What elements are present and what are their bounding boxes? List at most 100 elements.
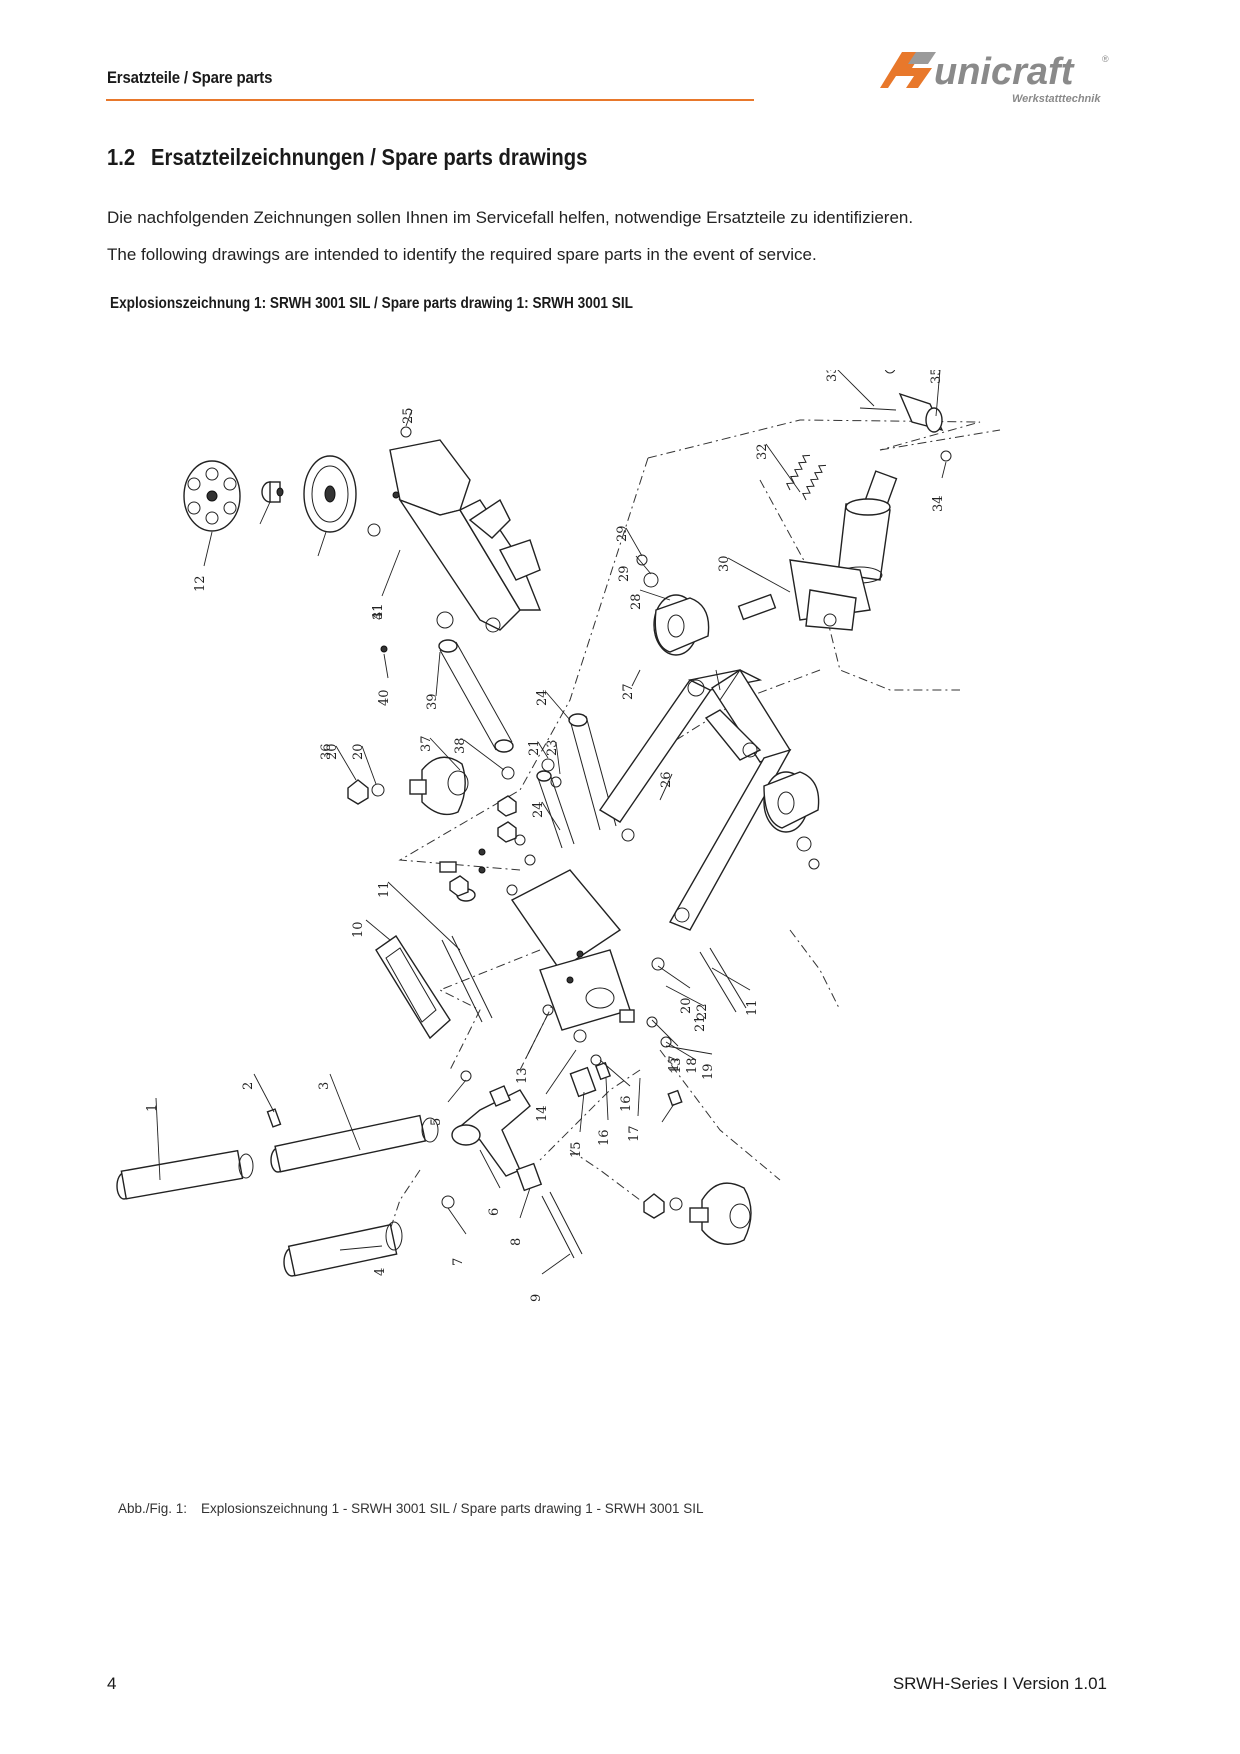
- callout-14: 14: [535, 1105, 550, 1122]
- part-roller: [636, 554, 710, 656]
- part-upper-frame: [389, 439, 542, 633]
- unicraft-logo: unicraft ® Werkstatttechnik: [880, 51, 1109, 105]
- callout-9: 9: [529, 1294, 544, 1302]
- callout-17: 17: [667, 1055, 682, 1072]
- callout-41: 41: [371, 603, 386, 620]
- part-pulley-wheel: [303, 455, 357, 533]
- part-caster-wheel: [643, 1182, 752, 1245]
- part-steering-bracket: [451, 1070, 531, 1177]
- part-roller-pin: [441, 1162, 583, 1259]
- part-caster-wheel: [347, 756, 469, 816]
- callout-21: 21: [527, 739, 542, 756]
- callout-29: 29: [615, 525, 630, 542]
- section-number: 1.2: [107, 144, 136, 170]
- part-pins: [536, 713, 617, 849]
- part-washer: [400, 426, 412, 438]
- callout-16: 16: [619, 1095, 634, 1112]
- header-title: Ersatzteile / Spare parts: [107, 68, 273, 87]
- part-handle-tube: [283, 1221, 403, 1277]
- callout-10: 10: [351, 921, 366, 938]
- callout-3: 3: [317, 1082, 332, 1090]
- logo-mark-icon: [880, 52, 936, 88]
- callout-4: 4: [373, 1268, 388, 1276]
- leader-lines: [155, 370, 947, 1275]
- logo-registered-mark: ®: [1102, 54, 1109, 64]
- part-long-pin: [441, 935, 493, 1023]
- callout-24: 24: [535, 689, 550, 706]
- callout-32: 32: [755, 443, 770, 460]
- callout-7: 7: [451, 1258, 466, 1266]
- callout-38: 38: [453, 737, 468, 754]
- callout-39: 39: [425, 693, 440, 710]
- part-lifting-arm: [598, 669, 792, 931]
- callout-29: 29: [617, 565, 632, 582]
- part-handle-tube: [116, 1149, 254, 1200]
- callout-27: 27: [621, 683, 636, 700]
- part-grease-nipple: [380, 645, 388, 653]
- callout-12: 12: [193, 575, 208, 592]
- figure-caption: Abb./Fig. 1: Explosionszeichnung 1 - SRWH…: [118, 1501, 704, 1516]
- callout-6: 6: [487, 1208, 502, 1216]
- callout-40: 40: [377, 689, 392, 706]
- callout-20: 20: [679, 997, 694, 1014]
- part-small-pins: [569, 1061, 683, 1107]
- part-set-screw: [266, 1108, 282, 1128]
- callout-20: 20: [325, 743, 340, 760]
- callout-13: 13: [669, 1057, 684, 1074]
- section-title: Ersatzteilzeichnungen / Spare parts draw…: [150, 144, 588, 170]
- callout-13: 13: [515, 1067, 530, 1084]
- callout-5: 5: [429, 1118, 444, 1126]
- drawing-caption: Explosionszeichnung 1: SRWH 3001 SIL / S…: [110, 295, 634, 312]
- callout-30: 30: [717, 555, 732, 572]
- callout-21: 21: [693, 1015, 708, 1032]
- callout-16: 16: [597, 1129, 612, 1146]
- callout-37: 37: [419, 735, 434, 752]
- callout-25: 25: [401, 407, 416, 424]
- callout-1: 1: [145, 1104, 160, 1112]
- callout-22: 22: [695, 1003, 710, 1020]
- exploded-view-drawing: 1234567891011111213131415161617171819202…: [116, 370, 1001, 1302]
- part-base-plate: [510, 869, 672, 1066]
- part-bushing: [261, 481, 284, 503]
- callout-20: 20: [351, 743, 366, 760]
- part-long-pin: [699, 947, 747, 1013]
- document-version: SRWH-Series I Version 1.01: [892, 1674, 1107, 1693]
- callout-2: 2: [241, 1082, 256, 1090]
- figure-label: Abb./Fig. 1:: [118, 1501, 188, 1516]
- part-washer: [367, 523, 381, 537]
- part-shaft: [438, 639, 514, 753]
- callout-35: 35: [929, 370, 944, 384]
- header-divider: [106, 99, 754, 101]
- part-foot-pad: [375, 935, 451, 1040]
- part-hydraulic-cylinder: [737, 470, 898, 631]
- part-fastener-cluster: [439, 758, 562, 902]
- callout-11: 11: [745, 999, 760, 1016]
- callout-36: 36: [319, 743, 334, 760]
- part-springs: [786, 370, 952, 501]
- part-wheel-disc: [183, 460, 241, 532]
- callout-28: 28: [629, 593, 644, 610]
- callout-23: 23: [545, 739, 560, 756]
- callout-11: 11: [377, 881, 392, 898]
- part-washer: [501, 766, 515, 780]
- intro-paragraph-de: Die nachfolgenden Zeichnungen sollen Ihn…: [107, 208, 914, 227]
- section-heading: 1.2 Ersatzteilzeichnungen / Spare parts d…: [107, 144, 587, 171]
- intro-paragraph-en: The following drawings are intended to i…: [107, 245, 817, 264]
- callout-8: 8: [509, 1238, 524, 1246]
- part-handle-tube: [270, 1114, 439, 1173]
- callout-24: 24: [531, 801, 546, 818]
- callout-33: 33: [825, 370, 840, 382]
- part-roller: [763, 771, 820, 870]
- logo-wordmark: unicraft: [934, 51, 1075, 93]
- logo-tagline: Werkstatttechnik: [1012, 93, 1101, 105]
- page-number: 4: [107, 1674, 117, 1693]
- callout-15: 15: [569, 1141, 584, 1158]
- callout-19: 19: [701, 1063, 716, 1080]
- callout-31: 31: [371, 603, 386, 620]
- callout-34: 34: [931, 495, 946, 512]
- figure-caption-text: Explosionszeichnung 1 - SRWH 3001 SIL / …: [201, 1501, 704, 1516]
- callout-18: 18: [685, 1057, 700, 1074]
- callout-17: 17: [627, 1125, 642, 1142]
- callout-26: 26: [659, 771, 674, 788]
